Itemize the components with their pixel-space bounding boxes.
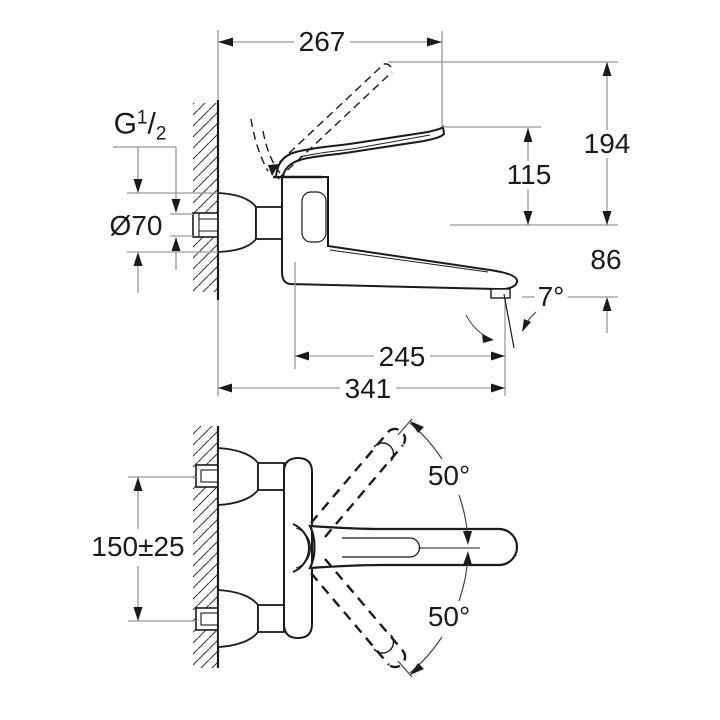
escutcheon-side	[217, 192, 257, 253]
ext-thread	[170, 213, 193, 237]
inlet-nipple-bottom	[195, 607, 219, 631]
dim-245-label: 245	[375, 343, 429, 371]
lever-side-detail	[299, 134, 431, 158]
dim-7deg-label: 7°	[534, 283, 568, 311]
wall-hatch-side	[193, 103, 218, 292]
lever-swung-up-dashed	[310, 427, 407, 538]
pivot-dome	[292, 523, 310, 573]
side-view-arrows	[133, 37, 612, 393]
inlet-pipe-thread	[198, 213, 218, 237]
lever-side	[274, 124, 446, 178]
lever-up-centerline-ext	[397, 418, 413, 436]
escutcheon-plan-bottom	[217, 589, 259, 648]
lever-up-cap	[373, 442, 395, 462]
ext-flange	[127, 192, 218, 253]
thread-prefix: G	[113, 107, 137, 141]
plan-view-arrows	[133, 421, 472, 675]
thread-numerator: 1	[136, 107, 148, 129]
escutcheon-plan-top	[217, 447, 259, 506]
dim-50up-label: 50°	[424, 462, 474, 490]
union-sleeve-plan-top	[257, 462, 285, 491]
spout-top-detail	[329, 249, 489, 273]
side-view	[192, 63, 519, 300]
side-view-dimensions	[113, 30, 618, 396]
dim-341-label: 341	[341, 375, 395, 403]
ext-150	[128, 476, 196, 622]
dim-86-label: 86	[587, 246, 625, 274]
outlet-angle-arc	[465, 314, 492, 340]
body-detail	[301, 191, 327, 243]
lever-plan	[308, 524, 519, 570]
lever-down-centerline-ext	[397, 660, 413, 678]
aerator	[490, 288, 511, 299]
dim-115-label: 115	[503, 161, 555, 189]
union-sleeve-plan-bottom	[257, 604, 285, 633]
dim-thread-label: G1/2	[111, 109, 170, 144]
mixer-body-spout	[281, 176, 519, 290]
lever-plan-inner	[342, 537, 421, 558]
pivot-dome-detail	[295, 527, 312, 569]
thread-slash: /	[147, 107, 156, 141]
dim-267-label: 267	[295, 28, 349, 56]
dim-dia70-label: Ø70	[106, 212, 166, 240]
lever-down-cap	[373, 634, 395, 654]
inlet-pipe	[192, 212, 219, 238]
thread-denominator: 2	[155, 123, 167, 145]
dim-194-label: 194	[580, 130, 634, 158]
wall-hatch-plan	[193, 426, 218, 668]
dim-150-label: 150±25	[88, 533, 188, 561]
inlet-nipple-top	[195, 464, 219, 488]
lever-raised-dashed	[250, 63, 393, 180]
union-sleeve-side	[255, 206, 285, 240]
plan-view	[193, 418, 519, 678]
dim-50down-label: 50°	[424, 603, 474, 631]
lever-rotation-arrow	[268, 164, 279, 176]
outlet-angle-line	[503, 293, 515, 349]
lever-swung-down-dashed	[310, 558, 407, 669]
